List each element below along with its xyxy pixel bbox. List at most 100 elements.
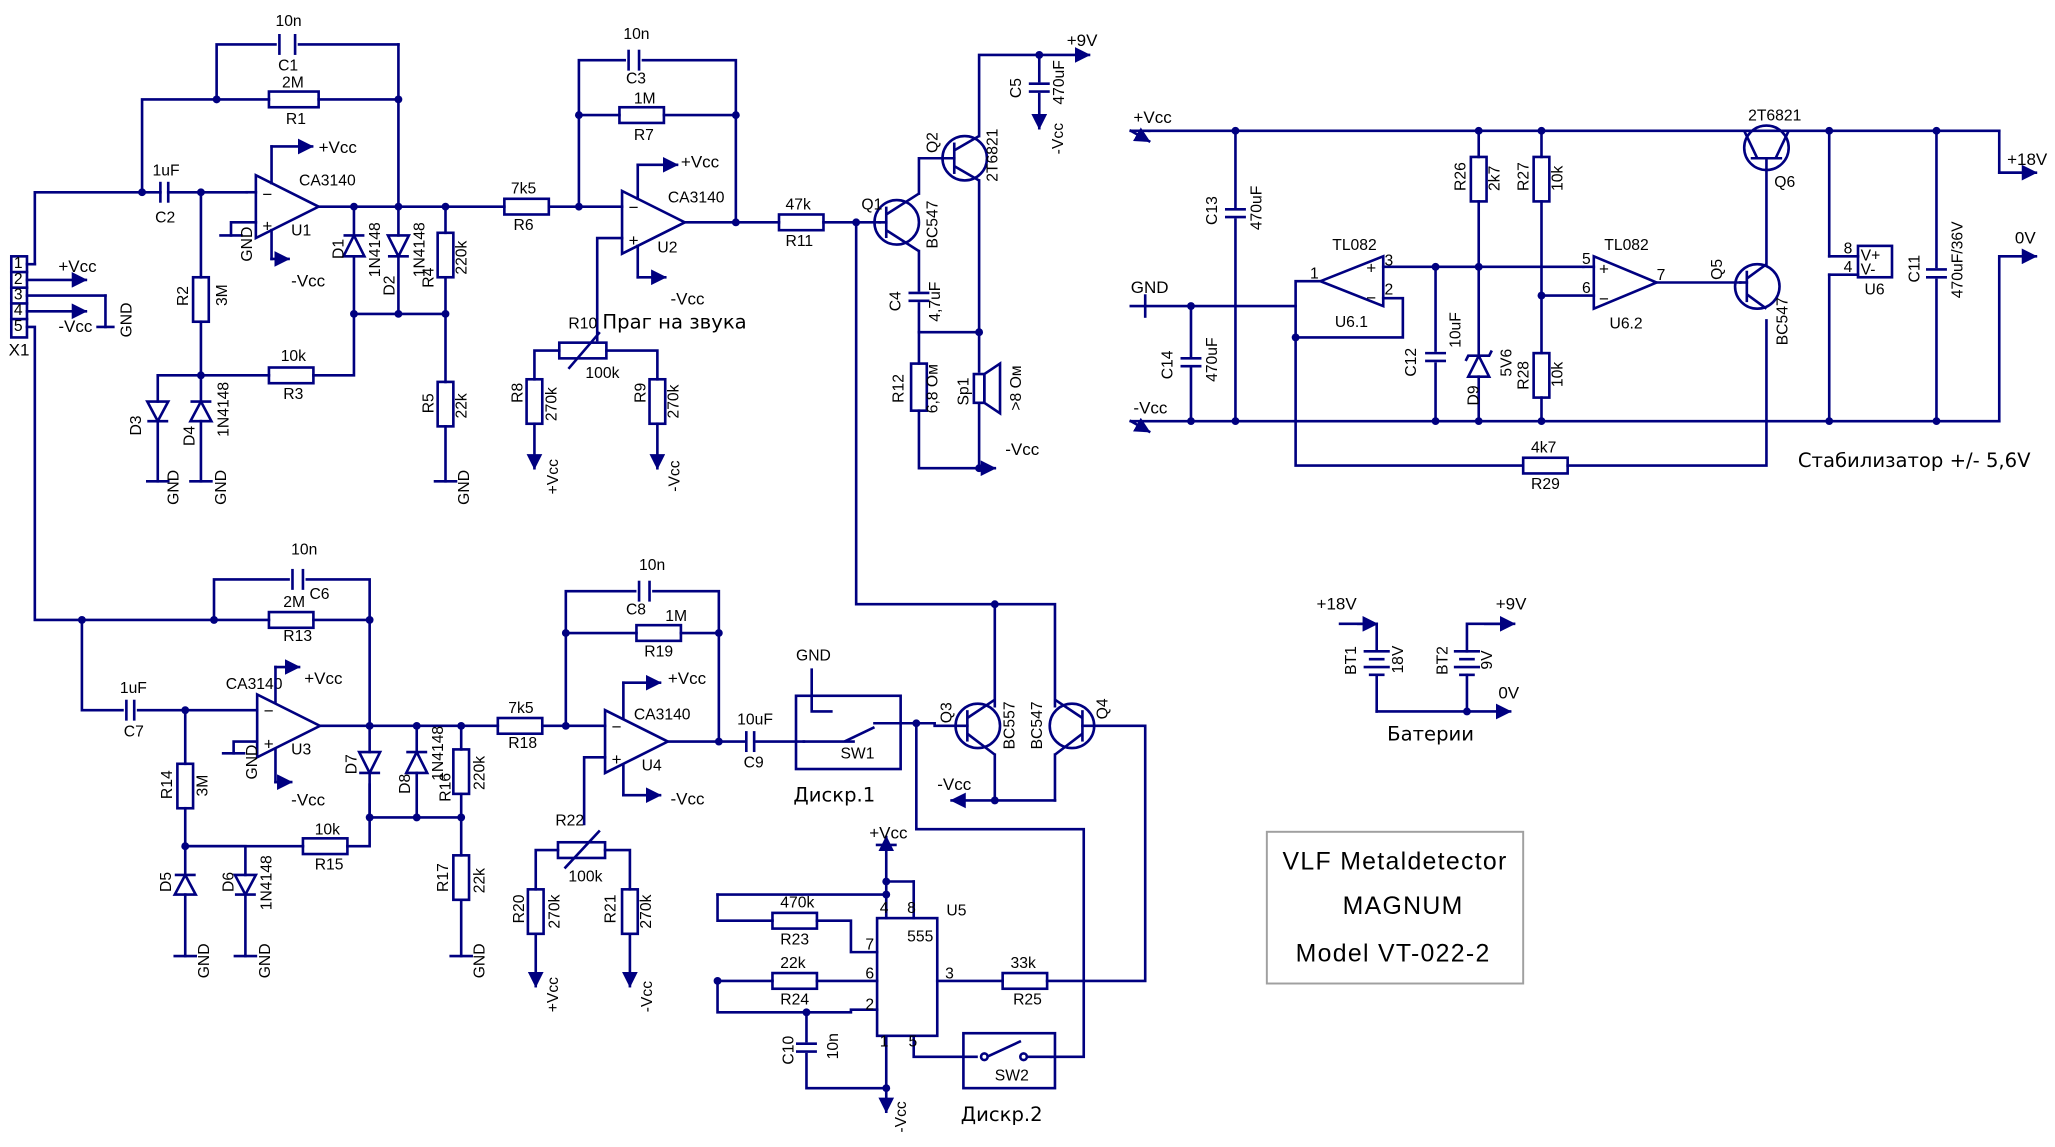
d4-ref: D4 bbox=[181, 426, 198, 446]
u1-gnd: GND bbox=[239, 227, 256, 262]
r21-ref: R21 bbox=[603, 895, 620, 924]
r28-ref: R28 bbox=[1515, 361, 1532, 390]
d6-ref: D6 bbox=[221, 872, 238, 892]
bt1-ref: BT1 bbox=[1343, 646, 1360, 675]
stabilizer: +Vcc -Vcc GND C13 470uF C14 470uF + − TL… bbox=[1129, 107, 2048, 493]
u1-ref: U1 bbox=[291, 222, 311, 239]
u61-pin1: 1 bbox=[1310, 266, 1319, 283]
r19-value: 1M bbox=[665, 608, 687, 625]
threshold-caption: Праг на звука bbox=[602, 310, 746, 333]
r4-ref: R4 bbox=[421, 267, 438, 287]
c5-value: 470uF bbox=[1051, 60, 1068, 104]
u6-ref: U6 bbox=[1865, 281, 1885, 298]
bat-0v: 0V bbox=[1498, 683, 1519, 702]
sp1-value: >8 Ом bbox=[1008, 365, 1025, 410]
q1-ref: Q1 bbox=[861, 196, 882, 213]
x1-pvcc-label: +Vcc bbox=[58, 257, 97, 276]
svg-text:+: + bbox=[612, 750, 622, 769]
u2-ref: U2 bbox=[657, 239, 677, 256]
c4-ref: C4 bbox=[888, 291, 905, 311]
u5-pin6: 6 bbox=[865, 965, 874, 982]
sw1-ref: SW1 bbox=[840, 746, 874, 763]
bat-p18v: +18V bbox=[1317, 594, 1358, 613]
u2-mvcc: -Vcc bbox=[670, 290, 705, 309]
r21-value: 270k bbox=[638, 894, 655, 928]
svg-text:+: + bbox=[1366, 258, 1376, 277]
r8-ref: R8 bbox=[510, 382, 527, 402]
q6-ref: Q6 bbox=[1774, 174, 1795, 191]
r18-value: 7k5 bbox=[508, 700, 534, 717]
d2-ref: D2 bbox=[381, 276, 398, 296]
q6-type: 2T6821 bbox=[1748, 107, 1801, 124]
q4-ref: Q4 bbox=[1094, 698, 1111, 719]
u6-vm: V- bbox=[1861, 262, 1876, 279]
u3-ref: U3 bbox=[291, 742, 311, 759]
u5-pin7: 7 bbox=[865, 937, 874, 954]
r3-value: 10k bbox=[281, 348, 306, 365]
r12-value: 6,8 Ом bbox=[924, 364, 941, 413]
r12-ref: R12 bbox=[890, 374, 907, 403]
batteries: +18V BT1 18V 0V +9V BT2 9V Батерии bbox=[1317, 594, 1528, 745]
c9-value: 10uF bbox=[737, 712, 773, 729]
u3-gnd: GND bbox=[244, 745, 261, 780]
r19-ref: R19 bbox=[644, 644, 673, 661]
d9-value: 5V6 bbox=[1498, 348, 1515, 376]
r2-ref: R2 bbox=[175, 286, 192, 306]
c5-ref: C5 bbox=[1008, 78, 1025, 98]
svg-text:−: − bbox=[1599, 290, 1609, 309]
u2-pvcc: +Vcc bbox=[681, 152, 720, 171]
q3-type: BC557 bbox=[1001, 701, 1018, 749]
u4-ref: U4 bbox=[642, 757, 662, 774]
svg-text:+: + bbox=[629, 231, 639, 250]
bt2-value: 9V bbox=[1479, 650, 1496, 670]
r24-value: 22k bbox=[780, 955, 805, 972]
x1-pin5: 5 bbox=[14, 318, 23, 335]
d4-gnd: GND bbox=[213, 470, 230, 505]
u5-pin8: 8 bbox=[907, 900, 916, 917]
u62-ref: U6.2 bbox=[1610, 315, 1643, 332]
c6-ref: C6 bbox=[309, 586, 329, 603]
u62-pin7: 7 bbox=[1657, 267, 1666, 284]
r28-value: 10k bbox=[1549, 362, 1566, 387]
r6-ref: R6 bbox=[514, 217, 534, 234]
r11-ref: R11 bbox=[786, 233, 814, 250]
r17-gnd: GND bbox=[472, 943, 489, 978]
q3-ref: Q3 bbox=[939, 702, 956, 723]
q3-mvcc: -Vcc bbox=[937, 775, 972, 794]
u61-pin2: 2 bbox=[1385, 281, 1394, 298]
q2-type: 2T6821 bbox=[984, 129, 1001, 182]
d4-model: 1N4148 bbox=[215, 382, 232, 437]
u5-ref: U5 bbox=[946, 903, 966, 920]
x1-pin1: 1 bbox=[14, 255, 23, 272]
c8-ref: C8 bbox=[626, 602, 646, 619]
r11-value: 47k bbox=[786, 196, 811, 213]
d3-ref: D3 bbox=[128, 415, 145, 435]
u5-pin1: 1 bbox=[880, 1033, 889, 1050]
c11-ref: C11 bbox=[1906, 255, 1923, 283]
c8-value: 10n bbox=[639, 557, 665, 574]
r17-value: 22k bbox=[472, 868, 489, 893]
u1-mvcc: -Vcc bbox=[291, 271, 326, 290]
r1-ref: R1 bbox=[286, 111, 306, 128]
r22-value: 100k bbox=[568, 869, 602, 886]
c13-ref: C13 bbox=[1204, 196, 1221, 225]
disc2-caption: Дискр.2 bbox=[961, 1103, 1043, 1126]
r23-value: 470k bbox=[780, 895, 814, 912]
svg-text:−: − bbox=[629, 198, 639, 217]
svg-text:+: + bbox=[264, 734, 274, 753]
stab-pvcc: +Vcc bbox=[1133, 108, 1172, 127]
output-stage: Q1 BC547 Q2 2T6821 +9V C5 470uF -Vcc C4 … bbox=[854, 31, 1098, 708]
title-line2: MAGNUM bbox=[1343, 893, 1464, 920]
batteries-caption: Батерии bbox=[1387, 722, 1474, 745]
u5-pin2: 2 bbox=[865, 997, 874, 1014]
u6-vp: V+ bbox=[1861, 247, 1881, 264]
r25-value: 33k bbox=[1010, 955, 1035, 972]
d6-gnd: GND bbox=[257, 943, 274, 978]
d1-model: 1N4148 bbox=[367, 222, 384, 277]
u2-model: CA3140 bbox=[668, 190, 725, 207]
d5-gnd: GND bbox=[196, 943, 213, 978]
x1-pin4: 4 bbox=[14, 302, 23, 319]
u5-pin4: 4 bbox=[880, 900, 889, 917]
u1-pvcc: +Vcc bbox=[319, 138, 358, 157]
